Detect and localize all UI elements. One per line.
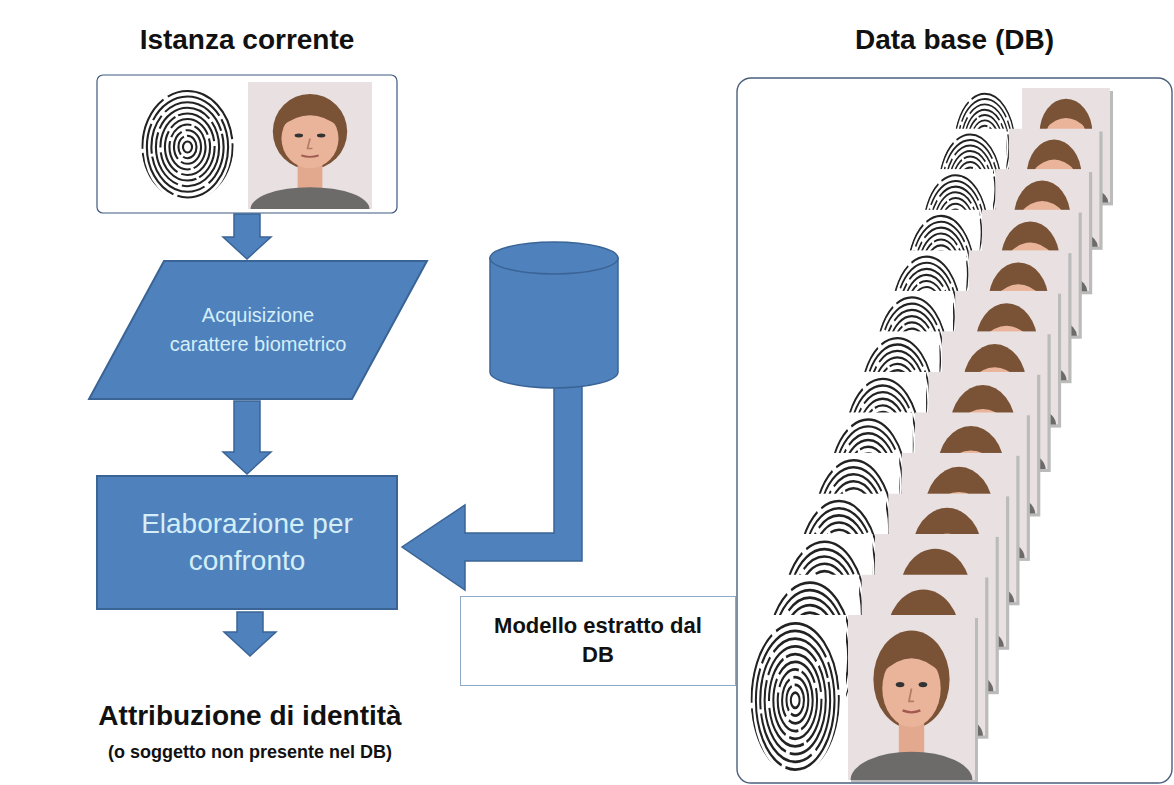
result-arrow [224, 612, 276, 656]
titled-panel: Istanza corrente [97, 14, 397, 213]
parallelogram-outline [88, 260, 428, 400]
panel-heading: Data base (DB) [855, 24, 1054, 56]
flow-arrow [223, 214, 271, 259]
note-box: Modello estratto dal DB [460, 596, 736, 686]
model-arrow [402, 372, 582, 590]
titled-panel: Data base (DB) [737, 14, 1172, 783]
result-note: (o soggetto non presente nel DB) [108, 742, 392, 763]
step-label: Elaborazione per confronto [122, 506, 372, 579]
result-label: Attribuzione di identità [98, 700, 401, 732]
process-box: Elaborazione per confronto [96, 475, 398, 610]
flow-arrow [223, 401, 271, 474]
database-cylinder [490, 242, 618, 388]
step-label: Acquisizione carattere biometrico [168, 301, 348, 359]
note-text: Modello estratto dal DB [480, 612, 716, 669]
panel-heading: Istanza corrente [140, 24, 355, 56]
face-photo [248, 82, 372, 231]
input-parallelogram: Acquisizione carattere biometrico [88, 260, 428, 400]
db-records [744, 88, 1113, 782]
fingerprint [135, 85, 240, 205]
